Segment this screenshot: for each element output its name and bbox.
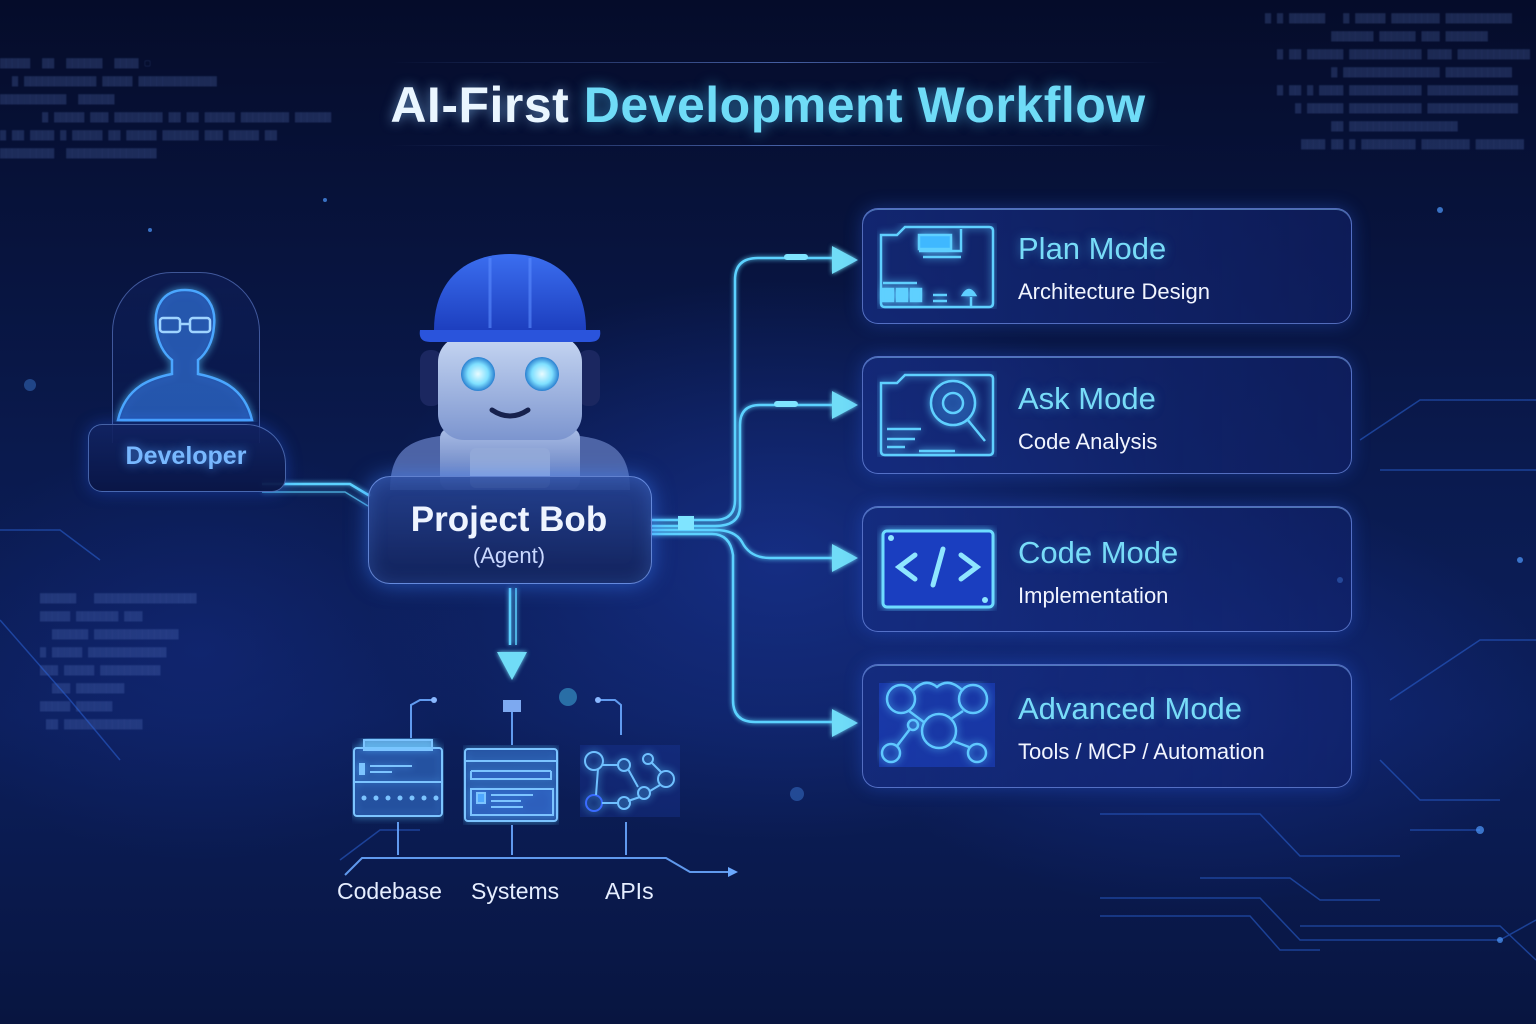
mode-subtitle: Code Analysis	[1018, 429, 1158, 454]
developer-label-box	[88, 424, 286, 492]
resource-label-codebase: Codebase	[337, 878, 442, 904]
agent-name: Project Bob	[410, 500, 608, 539]
mode-card-plan[interactable]: Plan Mode Architecture Design	[862, 208, 1352, 324]
mode-subtitle: Implementation	[1018, 583, 1169, 608]
system-panel-icon	[464, 748, 558, 822]
robot-hardhat-icon	[390, 254, 630, 490]
mode-subtitle: Tools / MCP / Automation	[1018, 739, 1265, 764]
mode-title: Ask Mode	[1018, 381, 1156, 416]
network-nodes-icon	[879, 681, 995, 767]
resource-label-systems: Systems	[471, 878, 560, 904]
title-part-1: AI-First	[390, 77, 570, 133]
title-part-2: Development Workflow	[583, 77, 1146, 133]
mode-title: Advanced Mode	[1018, 691, 1243, 726]
mode-card-advanced[interactable]: Advanced Mode Tools / MCP / Automation	[862, 664, 1352, 788]
magnifier-document-icon	[879, 373, 995, 457]
title-rule-bottom	[390, 145, 1170, 146]
page-title: AI-First Development Workflow	[390, 76, 1145, 134]
agent-label-box	[368, 476, 652, 584]
mode-subtitle: Architecture Design	[1018, 279, 1210, 304]
title-block: AI-First Development Workflow	[0, 70, 1536, 134]
agent-role: (Agent)	[472, 543, 546, 568]
connector-chip	[678, 516, 694, 530]
person-with-glasses-icon	[116, 288, 254, 422]
resource-label-apis: APIs	[605, 878, 654, 904]
mode-title: Plan Mode	[1018, 231, 1167, 266]
title-rule-top	[390, 62, 1170, 63]
code-brackets-icon	[881, 529, 995, 609]
mode-card-ask[interactable]: Ask Mode Code Analysis	[862, 356, 1352, 474]
server-icon	[353, 739, 443, 817]
developer-label: Developer	[125, 442, 247, 470]
mode-title: Code Mode	[1018, 535, 1179, 570]
mode-card-code[interactable]: Code Mode Implementation	[862, 506, 1352, 632]
api-graph-icon	[580, 745, 680, 817]
blueprint-icon	[879, 225, 995, 309]
